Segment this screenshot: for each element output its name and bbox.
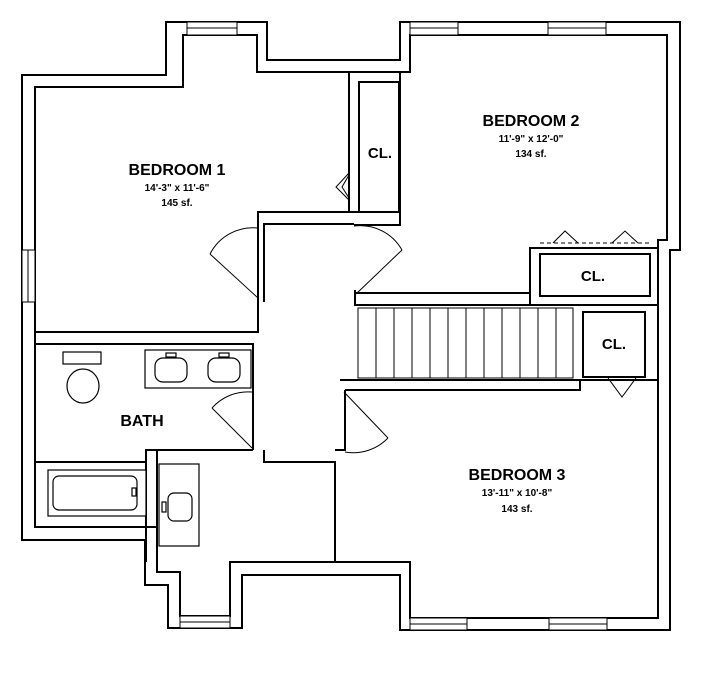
interior-walls [35,72,659,562]
room-name-bedroom2: BEDROOM 2 [483,113,580,130]
room-name-bath: BATH [120,413,163,430]
room-area-bedroom1: 145 sf. [161,198,192,209]
exterior-walls [21,21,681,631]
room-area-bedroom2: 134 sf. [515,149,546,160]
powder-sink [167,492,193,522]
room-area-bedroom3: 143 sf. [501,504,532,515]
room-dims-bedroom3: 13'-11" x 10'-8" [482,488,553,499]
doors [209,172,650,454]
windows [21,21,608,631]
sink-left [154,357,188,383]
room-name-bedroom1: BEDROOM 1 [129,162,226,179]
closet-label-3: CL. [602,336,626,353]
room-dims-bedroom1: 14'-3" x 11'-6" [145,183,210,194]
bath-fixtures [47,349,252,547]
toilet-bowl [66,368,100,404]
sink-right [207,357,241,383]
room-name-bedroom3: BEDROOM 3 [469,467,566,484]
labels: BEDROOM 1 14'-3" x 11'-6" 145 sf. BEDROO… [120,113,626,515]
toilet-tank [62,351,102,365]
stairs [357,307,574,379]
room-dims-bedroom2: 11'-9" x 12'-0" [499,134,564,145]
closet-label-1: CL. [368,145,392,162]
closet-label-2: CL. [581,268,605,285]
